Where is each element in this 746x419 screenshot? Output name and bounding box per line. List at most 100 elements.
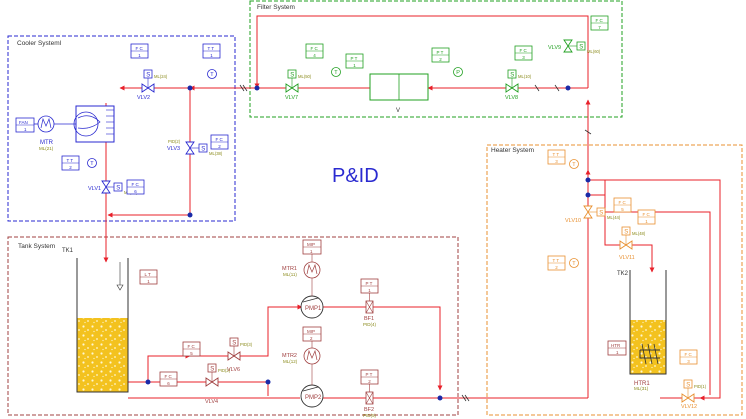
instrument-lt-tank-1[interactable]: L T1 — [139, 269, 158, 285]
instrument-label: F C — [311, 46, 319, 51]
instrument-num: 1 — [645, 219, 648, 224]
heater-box-num: 1 — [616, 350, 619, 355]
instrument-tt-cooler-2[interactable]: T T2 — [61, 155, 80, 171]
instrument-fc-filter-3[interactable]: F C3 — [514, 45, 533, 61]
breaker-bf2-tag: BF2 — [364, 407, 374, 413]
instrument-tt-heater-3[interactable]: T T3 — [547, 149, 566, 165]
sensor-bubble-circle — [87, 158, 97, 168]
instrument-fc-heater-1[interactable]: F C1 — [637, 209, 656, 225]
sensor-bubble-filter-pressure[interactable]: P — [453, 67, 463, 77]
pipe-heater-right — [588, 179, 721, 401]
valve-actuator-letter: S — [201, 146, 205, 152]
valve-actuator — [113, 182, 123, 192]
instrument-label: T T — [553, 258, 560, 263]
filter-system-boundary — [249, 0, 623, 118]
valve-sub: ML(50) — [298, 74, 312, 79]
sensor-bubble-circle — [453, 67, 463, 77]
valve-actuator — [287, 69, 297, 79]
valve-tag: VLV11 — [619, 255, 635, 261]
fan-box[interactable]: FAN 1 — [15, 117, 38, 133]
valve-actuator-letter: S — [686, 382, 690, 388]
sensor-bubble-cooler-temp-bottom[interactable]: T — [87, 158, 97, 168]
instrument-label: P T — [437, 50, 444, 55]
motor-mtr2-tag: MTR2 — [282, 353, 297, 359]
valve-vlv12[interactable]: S VLV12 PID(1) — [681, 379, 707, 410]
sensor-bubble-circle — [207, 69, 217, 79]
valve-sub: ML(60) — [587, 49, 601, 54]
instrument-num: 6 — [167, 381, 170, 386]
instrument-fc-cooler-2[interactable]: F C2 — [210, 134, 229, 150]
pump-pmp2[interactable]: PMP2 — [300, 384, 324, 408]
tank-tk2[interactable]: TK2 — [617, 270, 667, 375]
valve-actuator — [621, 226, 631, 236]
instrument-fc-tank-5[interactable]: F C5 — [182, 341, 201, 357]
piping — [103, 15, 721, 401]
valve-vlv11[interactable]: S VLV11 ML(48) — [619, 226, 646, 261]
motor-mtr2-box: MIP — [307, 329, 315, 334]
valve-actuator-letter: S — [624, 229, 628, 235]
sensor-bubble-letter: T — [334, 70, 338, 76]
instrument-fc-cooler-1[interactable]: F C1 — [130, 43, 149, 59]
valve-sub: PID(1) — [694, 384, 707, 389]
instrument-fc-filter-7[interactable]: F C7 — [590, 15, 609, 31]
breaker-bf2[interactable]: BF2 PID(5) — [363, 382, 377, 418]
breaker-bf1[interactable]: BF1 PID(4) — [363, 290, 377, 327]
instrument-num: 1 — [210, 53, 213, 58]
instrument-pt-tank-1[interactable]: P T1 — [360, 278, 379, 294]
instrument-num: 1 — [353, 63, 356, 68]
sensor-bubble-circle — [331, 67, 341, 77]
sensor-bubble-filter-temp[interactable]: T — [331, 67, 341, 77]
valve-tag: VLV3 — [167, 146, 180, 152]
sensor-bubble-letter: P — [456, 70, 460, 76]
instrument-label: F C — [165, 374, 173, 379]
motor-mtr1-sub: ML(11) — [283, 272, 297, 277]
instrument-tt-heater-2[interactable]: T T2 — [547, 255, 566, 271]
valve-sub: ML(48) — [632, 231, 646, 236]
cooler-equipment[interactable] — [73, 105, 115, 143]
instrument-num: 2 — [439, 57, 442, 62]
valve-actuator — [576, 41, 586, 51]
sensor-bubble-cooler-temp-top[interactable]: T — [207, 69, 217, 79]
filter-vessel[interactable]: V — [369, 73, 429, 114]
instrument-num: 6 — [134, 189, 137, 194]
motor-mtr1[interactable]: MIP 1 MTR1 ML(11) — [282, 239, 322, 296]
instrument-pt-filter-2[interactable]: P T 2 — [431, 47, 450, 63]
pipe-heater-mid — [588, 194, 655, 273]
fan-box-label: FAN — [19, 120, 28, 125]
motor-mtr1-tag: MTR1 — [282, 266, 297, 272]
instrument-label: T T — [67, 158, 74, 163]
instrument-pt-filter-1[interactable]: P T1 — [345, 53, 364, 69]
instrument-fc-filter-4[interactable]: F C4 — [305, 43, 324, 59]
cooler-motor[interactable]: MTR ML(21) — [37, 115, 76, 151]
valve-sub: ML(44) — [607, 215, 621, 220]
sensor-bubble-heater-temp-bottom[interactable]: T — [569, 258, 579, 268]
instrument-fc-heater-5[interactable]: F C5 — [613, 197, 632, 213]
instrument-fc-heater-3[interactable]: F C3 — [679, 349, 698, 365]
sensor-bubble-heater-temp-top[interactable]: T — [569, 159, 579, 169]
instrument-label: F C — [520, 48, 528, 53]
valve-tag: VLV12 — [681, 404, 697, 410]
instrument-fc-cooler-6[interactable]: F C6 — [126, 179, 145, 195]
instrument-tt-cooler-1[interactable]: T T1 — [202, 43, 221, 59]
pump-pmp1[interactable]: PMP1 — [300, 295, 324, 319]
valve-pid: PID(2) — [168, 139, 181, 144]
instrument-num: 3 — [555, 159, 558, 164]
valve-actuator — [683, 379, 693, 389]
valve-sub: ML(10) — [518, 74, 532, 79]
sensor-bubble-circle — [569, 159, 579, 169]
instrument-pt-tank-2[interactable]: P T2 — [360, 369, 379, 385]
heater-box[interactable]: HTR 1 HTR1 ML(31) — [607, 340, 650, 391]
instrument-fc-tank-6[interactable]: F C 6 — [159, 371, 178, 387]
valve-tag: VLV7 — [285, 95, 298, 101]
tank-tk1[interactable]: TK1 — [62, 248, 129, 393]
motor-mtr2[interactable]: MIP 2 MTR2 ML(12) — [282, 326, 322, 385]
